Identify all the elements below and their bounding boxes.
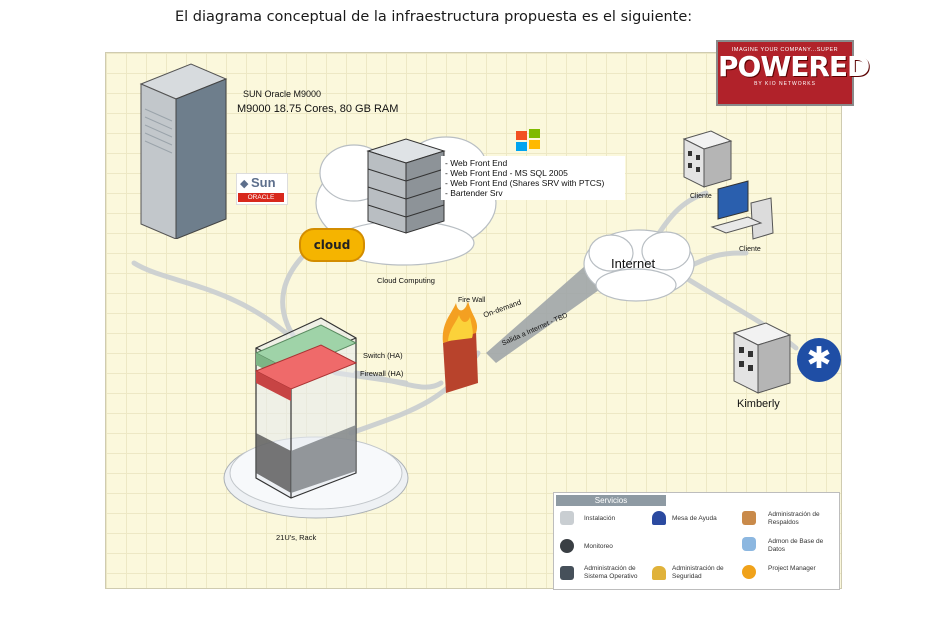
cloud-item: - Web Front End (Shares SRV with PTCS) (445, 178, 605, 188)
server-name-label: SUN Oracle M9000 (243, 89, 322, 99)
sun-m9000-server-icon (139, 63, 228, 239)
cloud-badge-icon: cloud (299, 228, 365, 262)
security-lock-icon (652, 566, 666, 580)
os-admin-icon (560, 566, 574, 580)
link-internet-client2 (683, 250, 749, 271)
firewall-brick (442, 301, 478, 393)
page-heading: El diagrama conceptual de la infraestruc… (175, 9, 693, 25)
client-label-1: Cliente (690, 193, 712, 200)
install-icon (560, 511, 574, 525)
service-item: Administración de Respaldos (768, 511, 820, 526)
kimberly-building-icon (732, 322, 792, 394)
service-item: Mesa de Ayuda (672, 515, 717, 522)
server-spec-label: M9000 18.75 Cores, 80 GB RAM (237, 103, 399, 115)
kimberly-logo-icon: ✱ (797, 338, 841, 382)
service-item: Monitoreo (584, 543, 613, 550)
service-item: Instalación (584, 515, 616, 522)
firewall-label: Fire Wall (458, 297, 486, 304)
service-item: Admon de Base de Datos (768, 538, 824, 553)
rack-firewall-unit (254, 344, 358, 390)
services-title: Servicios (556, 495, 666, 506)
database-icon (742, 537, 756, 551)
service-item: Administración de Seguridad (672, 565, 724, 580)
kimberly-label: Kimberly (737, 398, 780, 410)
windows-logo-icon (516, 129, 542, 158)
cloud-services-list: - Web Front End - Web Front End - MS SQL… (441, 156, 625, 200)
service-item: Administración de Sistema Operativo (584, 565, 638, 580)
backup-icon (742, 511, 756, 525)
client-label-2: Cliente (739, 246, 761, 253)
sun-diamond-icon: ◆ (240, 178, 249, 190)
sun-oracle-logo: ◆ Sun ORACLE (236, 173, 288, 205)
project-manager-icon (742, 565, 756, 579)
diagram-canvas: SUN Oracle M9000 M9000 18.75 Cores, 80 G… (105, 52, 842, 589)
link-server-rack (131, 260, 289, 336)
rack-size-label: 21U's, Rack (276, 533, 317, 542)
internet-funnel (486, 258, 606, 363)
oracle-logo-text: ORACLE (238, 193, 284, 202)
cloud-badge-text: cloud (313, 238, 351, 252)
internet-cloud (583, 229, 695, 302)
helpdesk-icon (652, 511, 666, 525)
internet-label: Internet (611, 256, 656, 271)
client-building-icon (682, 130, 733, 188)
cloud-computing-label: Cloud Computing (377, 276, 435, 285)
rack-switch-label: Switch (HA) (363, 351, 403, 360)
service-item: Project Manager (768, 565, 816, 572)
cloud-item: - Web Front End - MS SQL 2005 (445, 168, 568, 178)
monitor-icon (560, 539, 574, 553)
powered-badge-top: IMAGINE YOUR COMPANY...SUPER (731, 47, 839, 53)
link-rack-firewall (353, 370, 444, 390)
connection-lines (131, 130, 799, 519)
cloud-item: - Bartender Srv (445, 188, 503, 198)
services-legend: Servicios Instalación Mesa de Ayuda Admi… (553, 492, 840, 590)
cloud-item: - Web Front End (445, 158, 508, 168)
powered-badge-main: POWERED (718, 50, 870, 83)
powered-badge-sub: BY KIO NETWORKS (754, 81, 816, 87)
rack-firewall-label: Firewall (HA) (360, 369, 404, 378)
rack-body (254, 317, 358, 499)
client-pc-icon (710, 180, 774, 240)
powered-badge: IMAGINE YOUR COMPANY...SUPER POWERED BY … (716, 40, 870, 106)
sun-logo-text: Sun (251, 175, 276, 190)
cloud-server-stack (366, 138, 446, 234)
